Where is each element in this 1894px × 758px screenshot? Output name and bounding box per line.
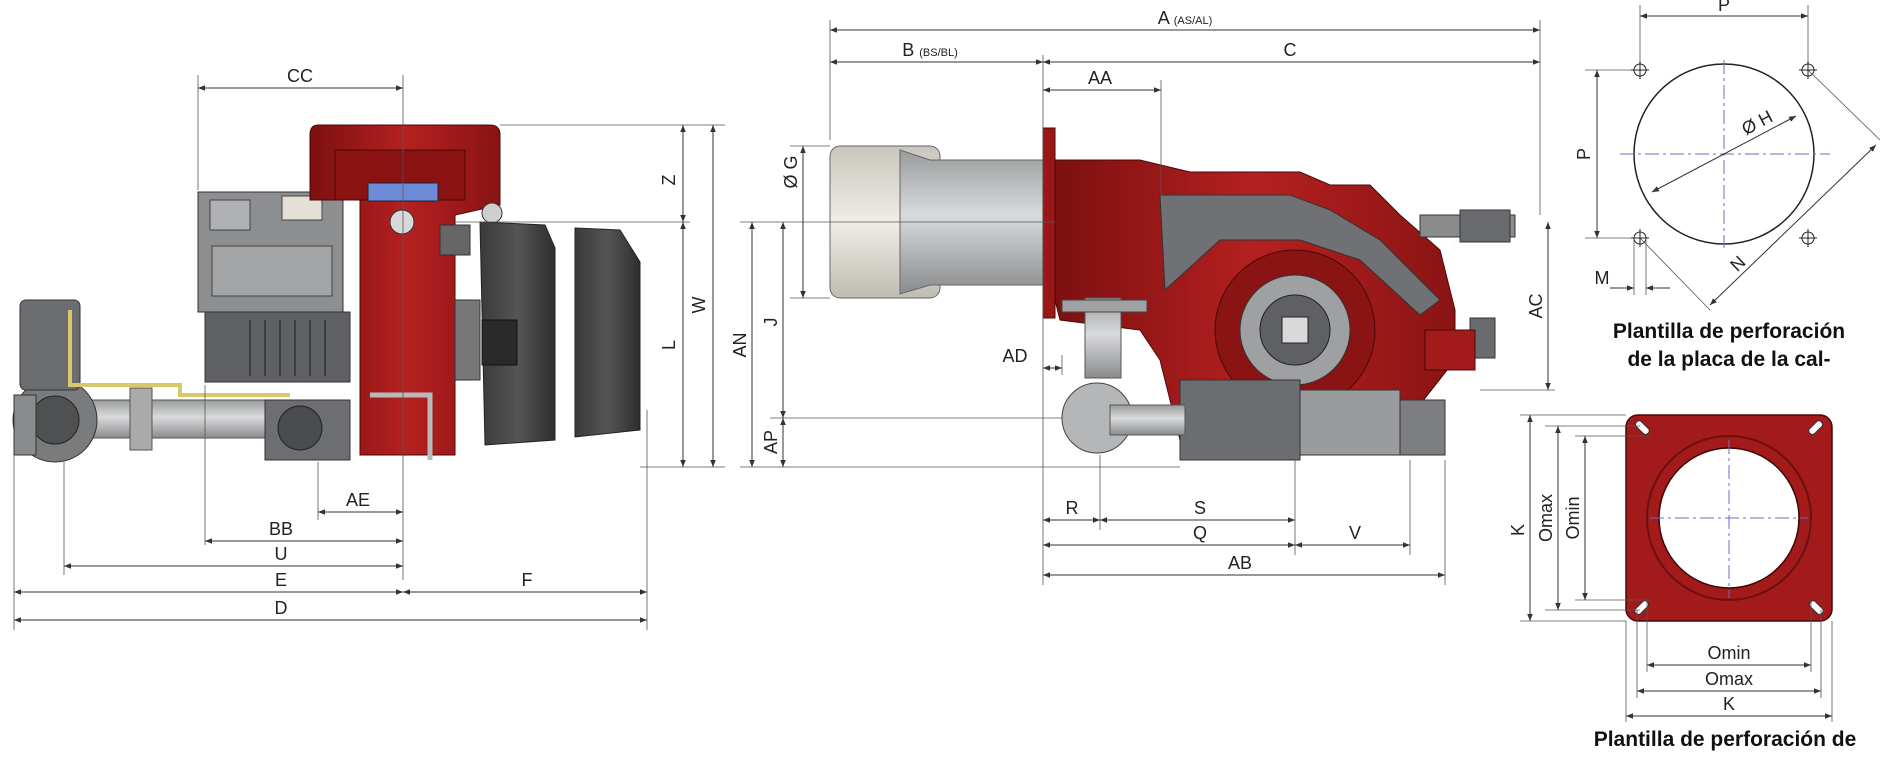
dim-S: S [1194, 498, 1206, 518]
dim-Z: Z [659, 175, 679, 186]
dim-K-bottom: K [1723, 694, 1735, 714]
template1-caption-line1: Plantilla de perforación [1612, 320, 1846, 343]
dim-N: N [1726, 252, 1749, 275]
front-view-dimensions: CC Z L W AE BB U E F D [13, 66, 725, 630]
template2-caption: Plantilla de perforación de [1560, 726, 1890, 754]
dim-AC: AC [1526, 293, 1546, 318]
dim-BB: BB [269, 519, 293, 539]
template2-caption-line1: Plantilla de perforación de [1593, 728, 1857, 751]
dim-D: D [275, 598, 288, 618]
dim-V: V [1349, 523, 1361, 543]
dim-P-top: P [1718, 0, 1730, 15]
dim-A: A (AS/AL) [1158, 8, 1213, 28]
dim-AB: AB [1228, 553, 1252, 573]
dim-Omin-side: Omin [1563, 496, 1583, 539]
boiler-plate-drilling-template: P P Ø H N M [1574, 0, 1881, 311]
side-view-burner [829, 127, 1516, 461]
dim-R: R [1066, 498, 1079, 518]
dim-W: W [689, 297, 709, 314]
dim-K-side: K [1508, 524, 1528, 536]
dim-AE: AE [346, 490, 370, 510]
dim-Omin-bottom: Omin [1707, 643, 1750, 663]
dim-E: E [275, 570, 287, 590]
dim-H: Ø H [1738, 106, 1776, 139]
dim-M: M [1595, 268, 1610, 288]
dim-P-side: P [1574, 148, 1594, 160]
dim-Q: Q [1193, 523, 1207, 543]
plate-slots [1634, 420, 1824, 616]
side-view-dimensions: A (AS/AL) B (BS/BL) C AA Ø G J AN AP AD … [730, 8, 1555, 585]
dim-AA: AA [1088, 68, 1112, 88]
dim-AN: AN [730, 332, 750, 357]
dim-Omax-bottom: Omax [1705, 669, 1753, 689]
template1-caption-line2: de la placa de la cal- [1627, 348, 1831, 371]
dim-AD: AD [1002, 346, 1027, 366]
dim-G: Ø G [781, 155, 801, 188]
dim-J: J [761, 318, 781, 327]
dim-L: L [659, 340, 679, 350]
front-view-burner [12, 124, 641, 463]
template1-caption: Plantilla de perforación de la placa de … [1584, 318, 1874, 374]
dim-F: F [522, 570, 533, 590]
flange-plate-template: K Omax Omin Omin Omax K [1508, 414, 1833, 722]
dim-C: C [1284, 40, 1297, 60]
dim-AP: AP [761, 430, 781, 454]
dim-CC: CC [287, 66, 313, 86]
dim-B: B (BS/BL) [902, 40, 958, 60]
dim-Omax-side: Omax [1536, 494, 1556, 542]
dim-U: U [275, 544, 288, 564]
